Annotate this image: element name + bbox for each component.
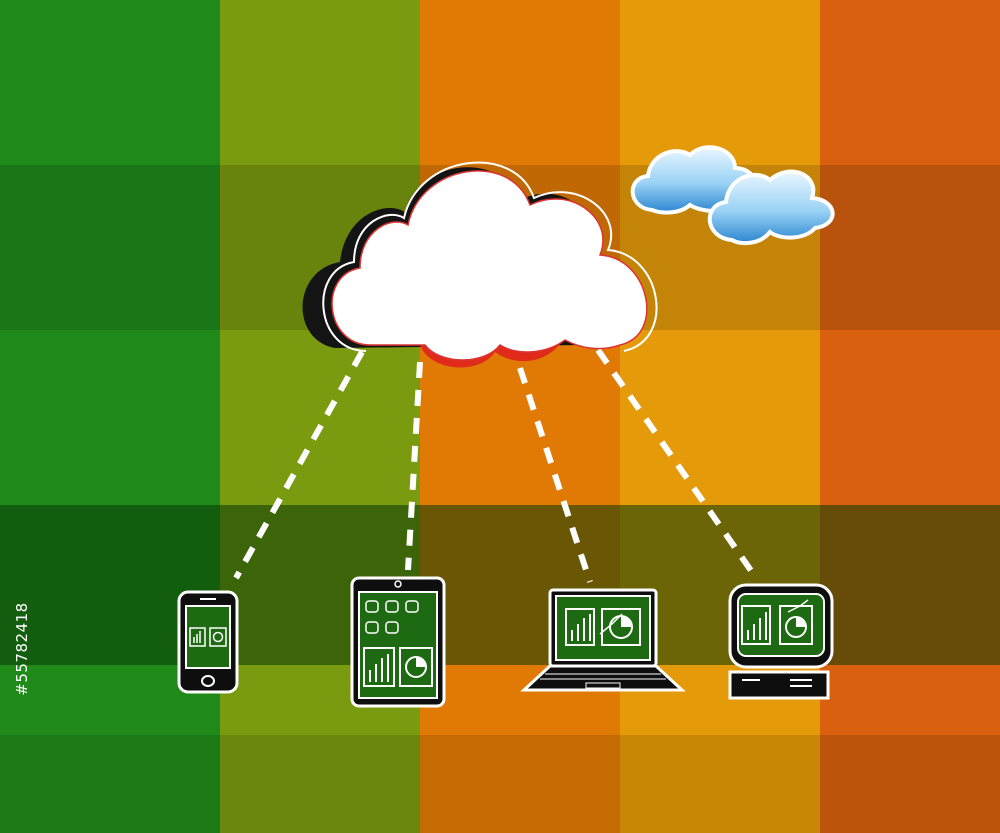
tablet-icon bbox=[350, 576, 446, 708]
smartphone-icon bbox=[177, 590, 239, 694]
connection-line-desktop bbox=[595, 348, 755, 574]
cloud-body bbox=[331, 170, 648, 361]
laptop-icon bbox=[520, 588, 686, 692]
desktop-computer-icon bbox=[728, 583, 834, 700]
stock-image-id: #55782418 bbox=[13, 602, 31, 696]
cloud-icon bbox=[302, 161, 658, 368]
small-clouds-icon bbox=[630, 145, 835, 246]
connection-line-phone bbox=[233, 350, 365, 580]
cloud-outline bbox=[322, 161, 658, 352]
connection-line-laptop bbox=[517, 367, 593, 583]
connection-lines bbox=[233, 348, 755, 583]
small-cloud-front bbox=[707, 169, 835, 246]
connection-line-tablet bbox=[405, 361, 423, 571]
